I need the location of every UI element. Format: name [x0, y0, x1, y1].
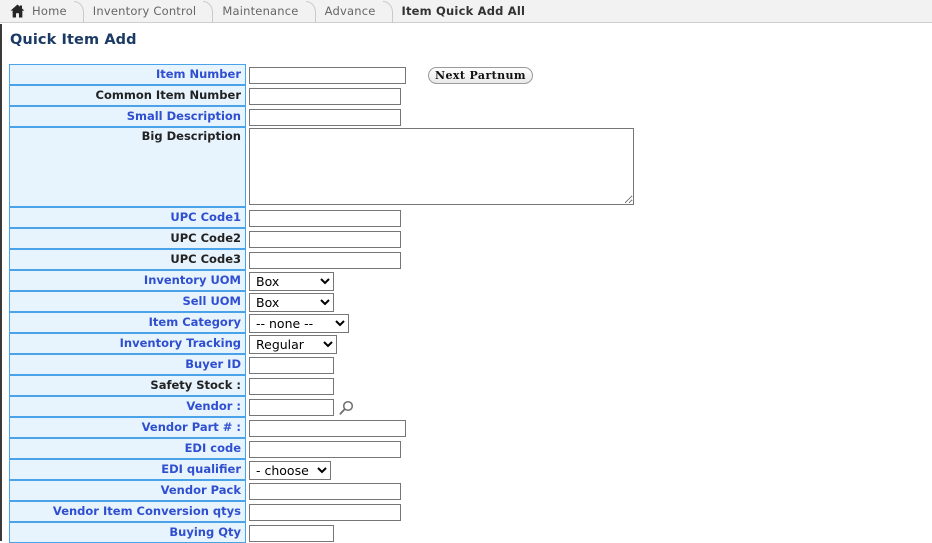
breadcrumb-item-maintenance[interactable]: Maintenance [222, 4, 299, 18]
field-cell [246, 207, 634, 228]
select-edi-qualifier[interactable]: - choose - [249, 460, 331, 480]
field-label-buyer-id: Buyer ID [9, 354, 246, 375]
form-row: UPC Code2 [9, 228, 634, 249]
breadcrumb-separator-icon [305, 0, 319, 23]
field-cell: Box [246, 270, 634, 291]
field-label-small-description: Small Description [9, 106, 246, 127]
field-cell [246, 438, 634, 459]
page-left-rule [0, 24, 2, 541]
field-cell [246, 354, 634, 375]
field-cell [246, 64, 634, 85]
form-row: Small Description [9, 106, 634, 127]
field-cell: - choose - [246, 459, 634, 480]
next-partnum-button[interactable]: Next Partnum [428, 67, 533, 84]
input-safety-stock[interactable] [249, 378, 334, 395]
field-cell [246, 375, 634, 396]
field-label-item-category: Item Category [9, 312, 246, 333]
textarea-big-description[interactable] [249, 128, 634, 205]
select-inventory-tracking[interactable]: Regular [249, 334, 337, 354]
field-cell [246, 127, 634, 207]
select-sell-uom[interactable]: Box [249, 292, 334, 312]
field-label-upc-code1: UPC Code1 [9, 207, 246, 228]
field-cell: -- none -- [246, 312, 634, 333]
field-label-inventory-uom: Inventory UOM [9, 270, 246, 291]
select-item-category[interactable]: -- none -- [249, 313, 349, 333]
form-row: Vendor : [9, 396, 634, 417]
form-row: UPC Code3 [9, 249, 634, 270]
breadcrumb-separator-icon [203, 0, 216, 23]
field-label-edi-code: EDI code [9, 438, 246, 459]
input-upc-code2[interactable] [249, 231, 401, 248]
input-upc-code1[interactable] [249, 210, 401, 227]
input-vendor-pack[interactable] [249, 483, 401, 500]
field-cell [246, 249, 634, 270]
field-cell: Box [246, 291, 634, 312]
form-row: Item Number [9, 64, 634, 85]
breadcrumb: Home Inventory Control Maintenance Advan… [0, 0, 932, 23]
field-cell [246, 417, 634, 438]
form-row: Big Description [9, 127, 634, 207]
field-cell [246, 228, 634, 249]
breadcrumb-item-item-quick-add-all: Item Quick Add All [401, 4, 526, 18]
input-vendor-item-conversion-qtys[interactable] [249, 504, 401, 521]
field-label-big-description: Big Description [9, 127, 246, 207]
field-cell [246, 480, 634, 501]
select-inventory-uom[interactable]: Box [249, 271, 334, 291]
field-cell [246, 501, 634, 522]
form-row: Vendor Pack [9, 480, 634, 501]
field-label-edi-qualifier: EDI qualifier [9, 459, 246, 480]
form-row: Vendor Item Conversion qtys [9, 501, 634, 522]
field-label-vendor-part: Vendor Part # : [9, 417, 246, 438]
breadcrumb-item-home[interactable]: Home [32, 4, 67, 18]
input-vendor[interactable] [249, 399, 334, 416]
field-label-common-item-number: Common Item Number [9, 85, 246, 106]
input-buying-qty[interactable] [249, 525, 334, 542]
input-item-number[interactable] [249, 67, 406, 84]
field-label-upc-code3: UPC Code3 [9, 249, 246, 270]
form-row: Item Category-- none -- [9, 312, 634, 333]
field-label-upc-code2: UPC Code2 [9, 228, 246, 249]
form-row: Buyer ID [9, 354, 634, 375]
field-label-vendor-item-conversion-qtys: Vendor Item Conversion qtys [9, 501, 246, 522]
field-cell: Regular [246, 333, 634, 354]
field-label-vendor: Vendor : [9, 396, 246, 417]
field-cell [246, 85, 634, 106]
form-row: EDI code [9, 438, 634, 459]
field-label-item-number: Item Number [9, 64, 246, 85]
input-buyer-id[interactable] [249, 357, 334, 374]
form-row: Vendor Part # : [9, 417, 634, 438]
form-row: Common Item Number [9, 85, 634, 106]
field-cell [246, 106, 634, 127]
form-row: Buying Qty [9, 522, 634, 543]
field-label-vendor-pack: Vendor Pack [9, 480, 246, 501]
breadcrumb-separator-icon [73, 0, 87, 23]
input-vendor-part[interactable] [249, 420, 406, 437]
input-edi-code[interactable] [249, 441, 401, 458]
home-icon[interactable] [10, 4, 25, 18]
field-cell [246, 396, 634, 417]
form-row: UPC Code1 [9, 207, 634, 228]
breadcrumb-item-inventory-control[interactable]: Inventory Control [92, 4, 197, 18]
field-label-inventory-tracking: Inventory Tracking [9, 333, 246, 354]
field-label-buying-qty: Buying Qty [9, 522, 246, 543]
input-common-item-number[interactable] [249, 88, 401, 105]
vendor-lookup-search-icon[interactable] [338, 400, 354, 416]
form-row: Safety Stock : [9, 375, 634, 396]
form-row: EDI qualifier- choose - [9, 459, 634, 480]
field-label-safety-stock: Safety Stock : [9, 375, 246, 396]
field-label-sell-uom: Sell UOM [9, 291, 246, 312]
page-title: Quick Item Add [10, 32, 137, 48]
input-small-description[interactable] [249, 109, 401, 126]
input-upc-code3[interactable] [249, 252, 401, 269]
breadcrumb-item-advance[interactable]: Advance [324, 4, 376, 18]
breadcrumb-separator-icon [382, 0, 396, 23]
field-cell [246, 522, 634, 543]
